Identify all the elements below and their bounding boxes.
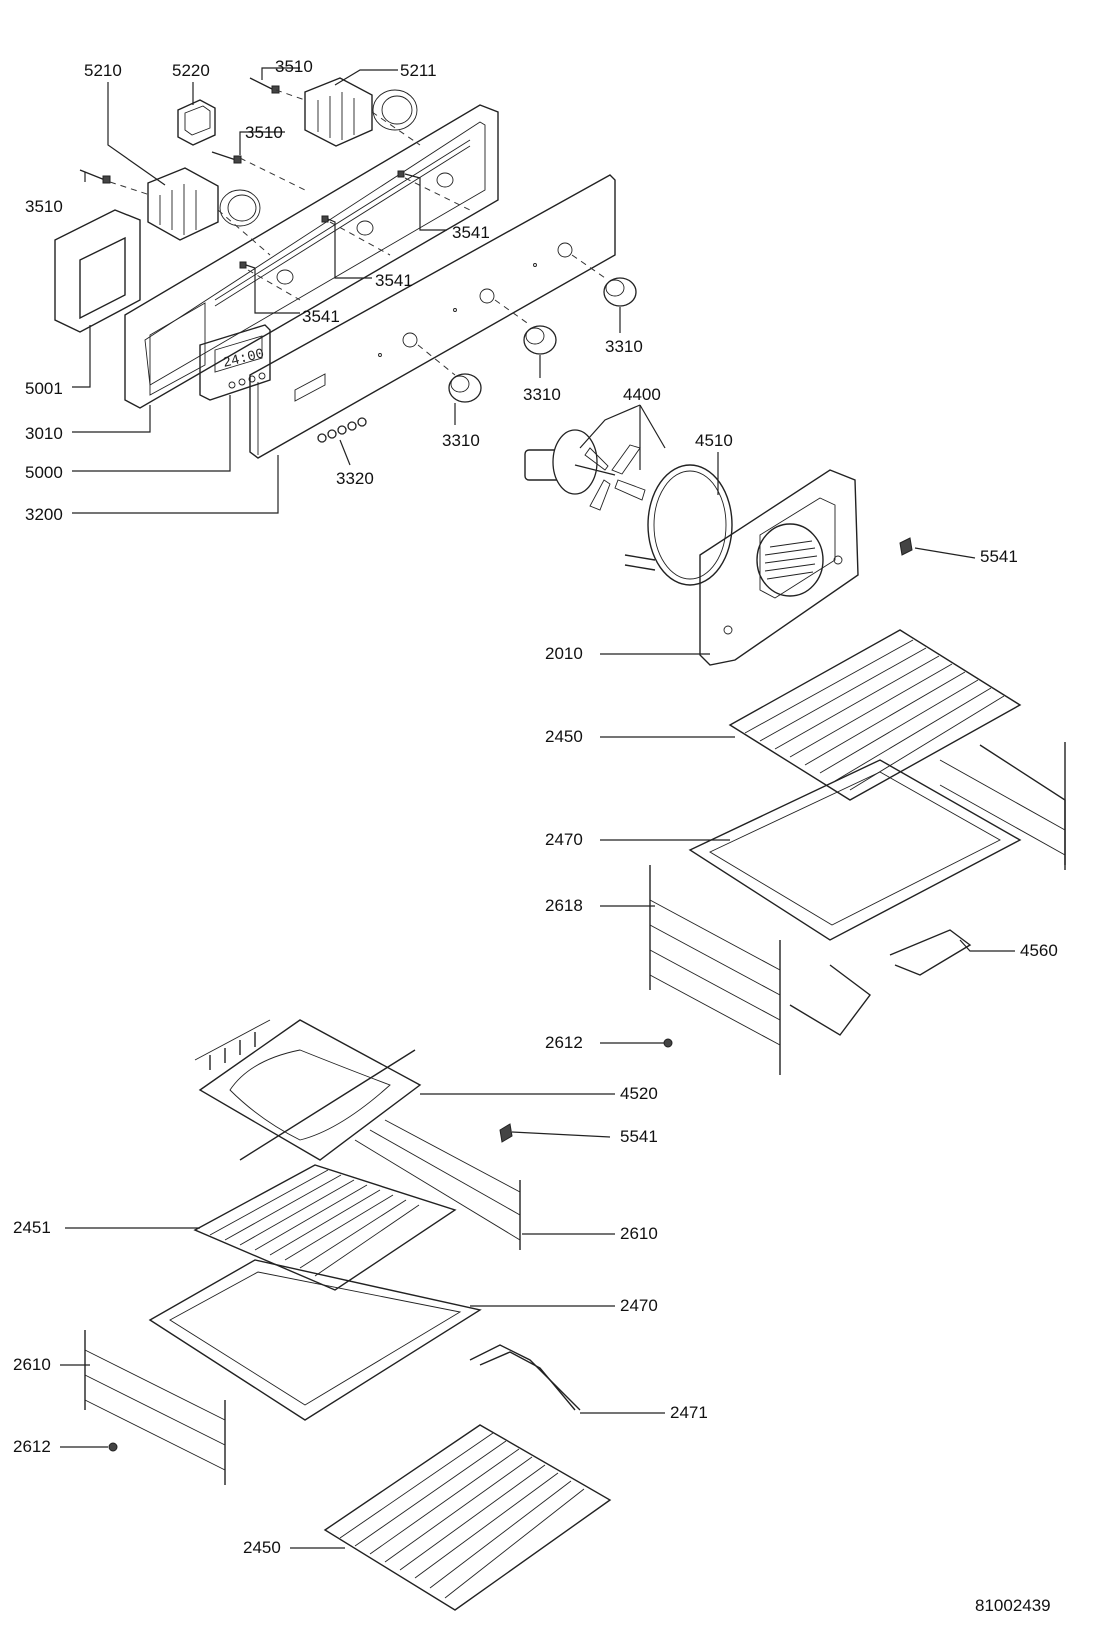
fascia-frame-3010	[124, 104, 499, 409]
shaft-3510-c	[249, 77, 280, 94]
label-2618: 2618	[545, 896, 583, 915]
wire-shelf-2451	[193, 1164, 457, 1291]
label-5541-bottom: 5541	[620, 1127, 658, 1146]
side-rail-2610-a	[354, 1119, 521, 1250]
side-rail-2618	[649, 865, 781, 1075]
wire-shelf-2450-b	[323, 1424, 612, 1611]
label-5211: 5211	[400, 61, 437, 80]
label-2451: 2451	[13, 1218, 51, 1237]
label-3510-top: 3510	[275, 57, 313, 76]
label-3541-b: 3541	[375, 271, 413, 290]
label-3310-right: 3310	[605, 337, 643, 356]
nut-2612-a	[663, 1038, 673, 1048]
switch-5220	[177, 99, 216, 146]
label-4560: 4560	[1020, 941, 1058, 960]
timer-display-text: 24:00	[221, 346, 266, 372]
grill-element-4520	[194, 1019, 422, 1161]
shaft-3510-b	[211, 151, 242, 164]
shaft-3510-a	[79, 169, 111, 184]
label-3510-mid: 3510	[245, 123, 283, 142]
label-2612-left: 2612	[13, 1437, 51, 1456]
switch-5210	[147, 167, 261, 241]
clip-3541-b	[321, 215, 329, 223]
label-5220: 5220	[172, 61, 210, 80]
label-2610-right: 2610	[620, 1224, 658, 1243]
fan-motor-4400	[524, 429, 646, 511]
label-5541-top: 5541	[980, 547, 1018, 566]
label-2010: 2010	[545, 644, 583, 663]
label-5000: 5000	[25, 463, 63, 482]
side-rail-right-top	[939, 742, 1066, 870]
label-4520: 4520	[620, 1084, 658, 1103]
label-2471: 2471	[670, 1403, 708, 1422]
label-3510-left: 3510	[25, 197, 63, 216]
heater-4560	[789, 929, 972, 1036]
timer-5000: 24:00	[199, 324, 271, 401]
tray-handle-2471	[469, 1344, 581, 1411]
heater-ring-4510	[624, 464, 733, 586]
label-3310-left: 3310	[442, 431, 480, 450]
knob-3310-a	[448, 373, 482, 403]
clip-5541-b	[499, 1123, 513, 1143]
drawing-number: 81002439	[975, 1596, 1051, 1615]
back-panel-2010	[699, 469, 859, 666]
label-2450-top: 2450	[545, 727, 583, 746]
label-3010: 3010	[25, 424, 63, 443]
label-4400: 4400	[623, 385, 661, 404]
label-4510: 4510	[695, 431, 733, 450]
switch-5211	[304, 77, 418, 147]
label-2610-left: 2610	[13, 1355, 51, 1374]
clip-3541-c	[397, 170, 405, 178]
clip-3541-a	[239, 261, 247, 269]
label-3541-c: 3541	[302, 307, 340, 326]
label-2470-bottom: 2470	[620, 1296, 658, 1315]
tray-2470-a	[688, 759, 1022, 941]
nut-2612-b	[108, 1442, 118, 1452]
label-3310-mid: 3310	[523, 385, 561, 404]
label-3541-a: 3541	[452, 223, 490, 242]
label-2612-right: 2612	[545, 1033, 583, 1052]
buttons-3320	[317, 417, 367, 443]
tray-2470-b	[148, 1259, 482, 1421]
label-2450-bottom: 2450	[243, 1538, 281, 1557]
knob-3310-b	[523, 325, 557, 355]
knob-3310-c	[603, 277, 637, 307]
label-2470-top: 2470	[545, 830, 583, 849]
label-3200: 3200	[25, 505, 63, 524]
bracket-5001	[54, 209, 141, 333]
control-panel-3200	[249, 174, 616, 459]
leader-lines	[60, 67, 1015, 1549]
clip-5541-a	[899, 537, 913, 556]
wire-shelf-2450-a	[728, 629, 1022, 801]
label-5210: 5210	[84, 61, 122, 80]
label-5001: 5001	[25, 379, 63, 398]
side-rail-2610-b	[84, 1330, 226, 1485]
label-3320: 3320	[336, 469, 374, 488]
